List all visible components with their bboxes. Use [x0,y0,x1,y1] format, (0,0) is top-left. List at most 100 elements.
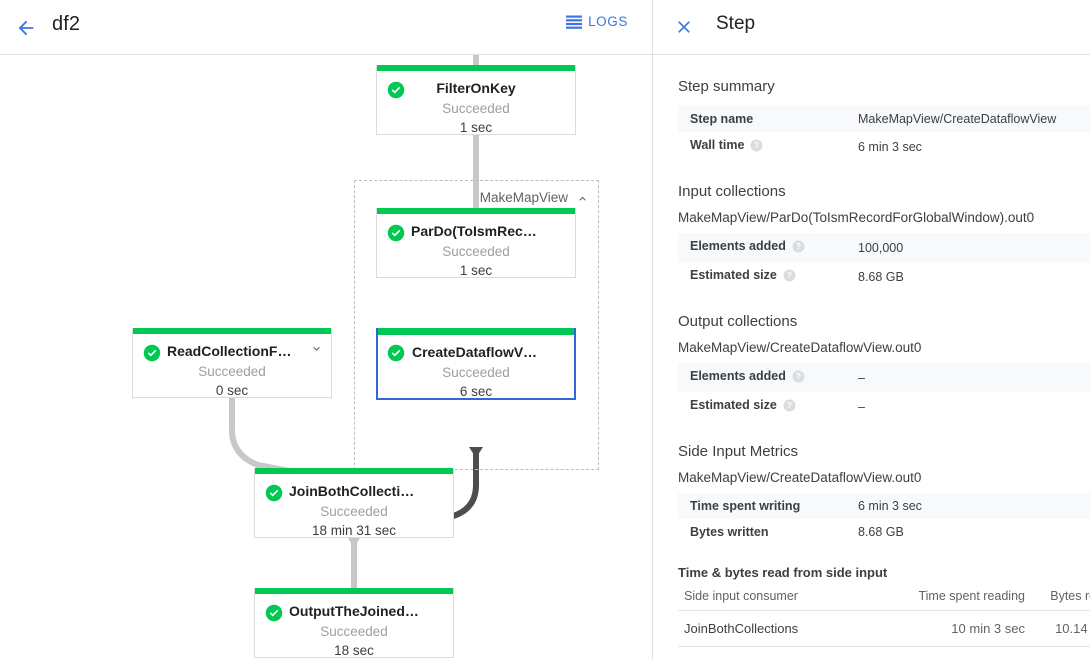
row-key-label: Elements added [690,369,786,383]
row-key: Bytes written [690,525,769,539]
row-value: 8.68 GB [858,525,904,539]
graph-node-readcollectionforjoin[interactable]: ReadCollectionForJoin Succeeded 0 sec [132,328,332,398]
logs-button[interactable]: LOGS [566,14,628,29]
table-row: Time spent writing 6 min 3 sec [678,493,1090,519]
table-row: Step name MakeMapView/CreateDataflowView [678,106,1090,132]
node-status-bar [377,65,575,71]
row-key-label: Estimated size [690,398,777,412]
table-row: Elements added? – [678,363,1090,392]
arrow-left-icon[interactable] [10,12,42,44]
section-heading-side-input-read: Time & bytes read from side input [678,565,888,580]
node-name: CreateDataflowView [412,344,546,360]
row-value: 100,000 [858,240,904,255]
row-key: Elements added? [678,233,858,262]
node-status: Succeeded [442,101,510,116]
step-summary-table: Step name MakeMapView/CreateDataflowView… [678,106,1090,161]
node-status-bar [255,468,453,474]
section-heading-input-collections: Input collections [678,183,786,200]
help-icon[interactable]: ? [792,240,805,256]
graph-scrollbar[interactable] [637,55,651,660]
input-collection-name: MakeMapView/ParDo(ToIsmRecordForGlobalWi… [678,210,1035,225]
table-row: Elements added? 100,000 [678,233,1090,262]
node-duration: 18 min 31 sec [311,523,397,538]
help-icon[interactable]: ? [750,139,763,155]
edge-readcollection-to-joinboth [226,392,301,476]
graph-node-filteronkey[interactable]: FilterOnKey Succeeded 1 sec [376,65,576,135]
input-collections-table: Elements added? 100,000 Estimated size? … [678,233,1090,291]
node-name: OutputTheJoinedCollec… [289,603,453,619]
page-title: df2 [52,13,81,35]
node-status: Succeeded [442,244,510,259]
node-status: Succeeded [320,504,388,519]
help-icon[interactable]: ? [783,269,796,285]
edge-joinboth-to-output [348,538,360,593]
node-status: Succeeded [320,624,388,639]
section-heading-side-input-metrics: Side Input Metrics [678,443,799,460]
row-key: Estimated size? [678,262,858,291]
check-circle-icon [387,224,405,242]
group-label: MakeMapView [479,190,568,205]
table-row: Wall time? 6 min 3 sec [678,132,1090,161]
step-panel-header: Step [653,0,1090,55]
graph-node-joinbothcollections[interactable]: JoinBothCollections Succeeded 18 min 31 … [254,468,454,538]
node-duration: 0 sec [215,383,249,398]
row-key: Wall time? [678,132,858,161]
check-circle-icon [143,344,161,362]
output-collection-name: MakeMapView/CreateDataflowView.out0 [678,340,922,355]
close-x-icon[interactable] [670,13,698,41]
node-status: Succeeded [442,365,510,380]
check-circle-icon [265,484,283,502]
node-status-bar [133,328,331,334]
side-input-metrics-table: Time spent writing 6 min 3 sec Bytes wri… [678,493,1090,545]
node-duration: 1 sec [459,120,493,135]
help-icon[interactable]: ? [783,399,796,415]
column-header-bytes-read: Bytes read [1027,585,1090,611]
row-key-label: Estimated size [690,268,777,282]
row-key-label: Wall time [690,138,745,152]
row-key: Step name [690,112,754,126]
group-box-makemapview[interactable]: MakeMapView [354,180,599,470]
table-row: Estimated size? 8.68 GB [678,262,1090,291]
row-value: 8.68 GB [858,269,904,284]
row-key: Estimated size? [678,392,858,421]
logs-button-label: LOGS [588,14,628,29]
column-header-consumer: Side input consumer [678,585,884,611]
check-circle-icon [387,344,405,362]
chevron-down-icon[interactable] [310,342,323,355]
graph-node-pardo-toismrecordfor[interactable]: ParDo(ToIsmRecordFor… Succeeded 1 sec [376,208,576,278]
svg-text:?: ? [796,372,801,381]
table-row: JoinBothCollections 10 min 3 sec 10.14 G… [678,610,1090,647]
row-key: Time spent writing [690,499,801,513]
logs-list-icon [566,15,583,29]
table-header-row: Side input consumer Time spent reading B… [678,585,1090,611]
svg-text:?: ? [787,271,792,280]
node-name: ReadCollectionForJoin [167,343,321,359]
row-value: 6 min 3 sec [858,499,922,513]
cell-consumer: JoinBothCollections [678,610,884,647]
node-name: FilterOnKey [436,80,516,96]
chevron-up-icon[interactable] [576,192,589,205]
row-value: MakeMapView/CreateDataflowView [858,112,1057,126]
graph-node-outputthejoinedcollection[interactable]: OutputTheJoinedCollec… Succeeded 18 sec [254,588,454,658]
top-app-bar: df2 LOGS [0,0,652,55]
check-circle-icon [265,604,283,622]
check-circle-icon [387,81,405,99]
column-header-time-spent-reading: Time spent reading [884,585,1027,611]
cell-bytes-read: 10.14 GB [1027,610,1090,647]
pane-divider [652,0,653,660]
job-graph-canvas[interactable]: MakeMapView FilterOnKey Succeeded [0,55,652,660]
row-key-label: Elements added [690,239,786,253]
output-collections-table: Elements added? – Estimated size? – [678,363,1090,421]
side-input-collection-name: MakeMapView/CreateDataflowView.out0 [678,470,922,485]
graph-node-createdataflowview[interactable]: CreateDataflowView Succeeded 6 sec [376,328,576,400]
cell-time-spent-reading: 10 min 3 sec [884,610,1027,647]
node-duration: 6 sec [459,384,493,399]
node-name: ParDo(ToIsmRecordFor… [411,223,575,239]
svg-text:?: ? [796,242,801,251]
row-value: – [858,399,865,414]
help-icon[interactable]: ? [792,370,805,386]
step-panel-body[interactable]: Step summary Step name MakeMapView/Creat… [653,55,1090,660]
section-heading-step-summary: Step summary [678,78,775,95]
table-row: Estimated size? – [678,392,1090,421]
